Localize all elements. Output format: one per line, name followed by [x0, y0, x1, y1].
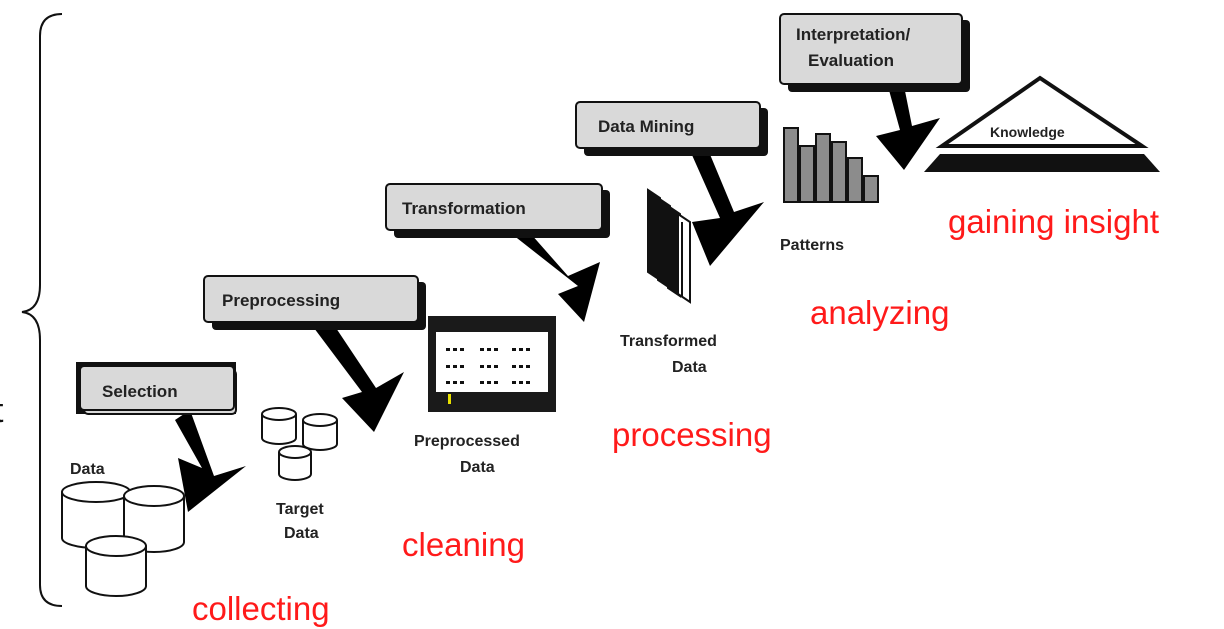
preprocessed-caption-line2: Data	[460, 459, 495, 476]
pointer-arrow-icon	[314, 316, 404, 432]
target-database-icons	[261, 407, 338, 481]
step-interpretation-label-line1: Interpretation/	[796, 25, 911, 44]
annotation-analyzing: analyzing	[810, 294, 949, 331]
patterns-bar-chart-icon	[783, 127, 879, 203]
brace-letter: t	[0, 392, 4, 430]
step-transformation: Transformation	[385, 183, 610, 238]
transformed-caption-line2: Data	[672, 359, 707, 376]
step-data-mining-label: Data Mining	[598, 117, 694, 136]
step-preprocessing: Preprocessing	[203, 275, 426, 330]
data-caption: Data	[70, 461, 105, 478]
step-interpretation-label-line2: Evaluation	[808, 51, 894, 70]
knowledge-caption: Knowledge	[990, 124, 1065, 140]
step-selection-label: Selection	[102, 382, 178, 401]
patterns-caption: Patterns	[780, 237, 844, 254]
left-brace	[21, 13, 63, 607]
step-selection: Selection	[76, 362, 237, 415]
step-preprocessing-label: Preprocessing	[222, 291, 340, 310]
preprocessed-document-icon	[428, 316, 556, 412]
step-data-mining: Data Mining	[575, 101, 768, 156]
step-transformation-label: Transformation	[402, 199, 526, 218]
pointer-arrow-icon	[175, 410, 246, 512]
annotation-gaining-insight: gaining insight	[948, 203, 1159, 240]
knowledge-pyramid-icon	[924, 75, 1160, 172]
data-database-icons	[61, 481, 185, 597]
transformed-caption-line1: Transformed	[620, 333, 717, 350]
step-interpretation: Interpretation/ Evaluation	[779, 13, 970, 92]
annotation-processing: processing	[612, 416, 772, 453]
annotation-collecting: collecting	[192, 590, 330, 627]
transformed-stacked-pages-icon	[647, 188, 691, 304]
target-caption-line1: Target	[276, 501, 324, 518]
target-caption-line2: Data	[284, 525, 319, 542]
preprocessed-caption-line1: Preprocessed	[414, 433, 520, 450]
pointer-arrow-icon	[688, 140, 764, 266]
annotation-cleaning: cleaning	[402, 526, 525, 563]
